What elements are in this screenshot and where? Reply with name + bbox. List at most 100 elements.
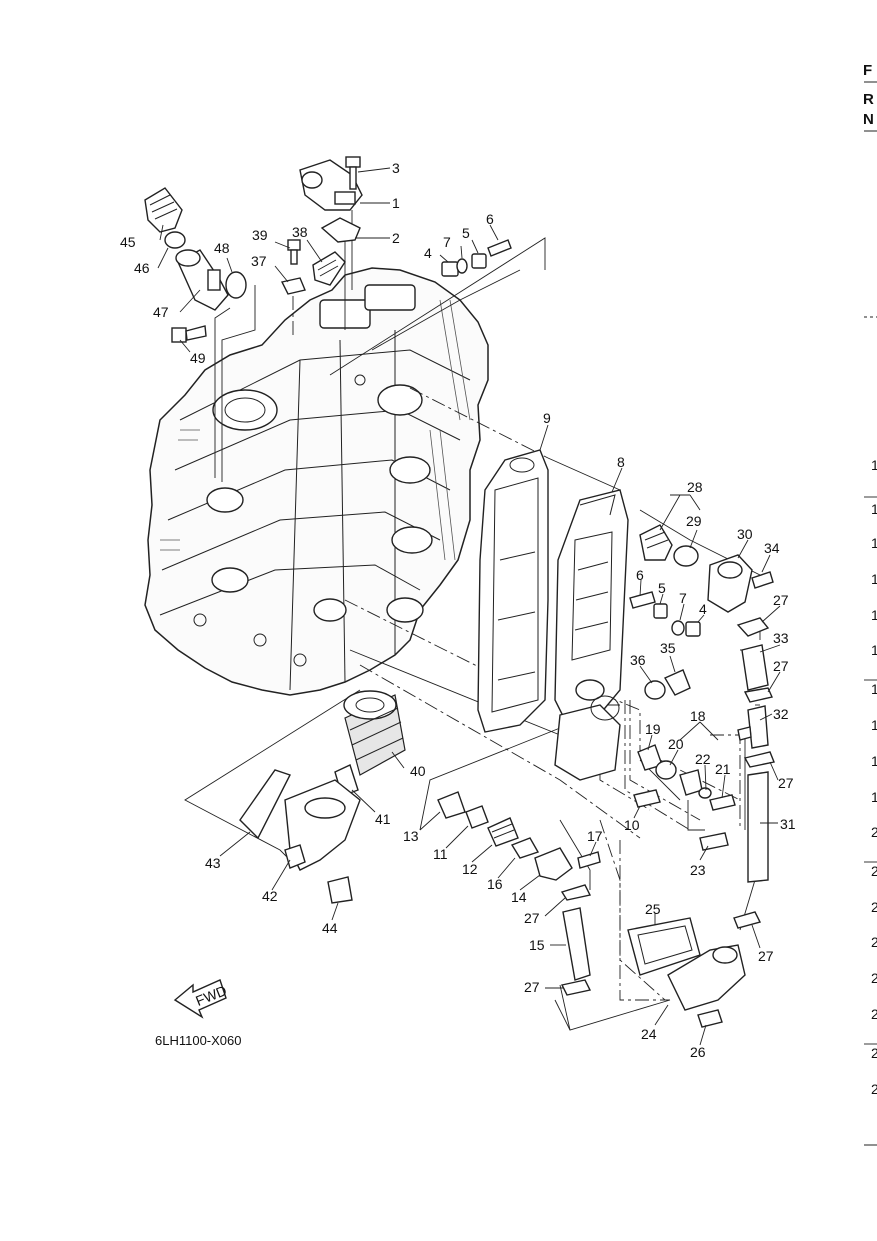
part-8-exhaust-cover (554, 489, 629, 781)
callout-27-b: 27 (773, 658, 789, 674)
part-36-washer (644, 680, 666, 700)
callout-2: 2 (392, 230, 400, 246)
callout-5-b: 5 (658, 580, 666, 596)
callout-1: 1 (392, 195, 400, 211)
edge-number: 2 (871, 1081, 877, 1097)
edge-number: 2 (871, 1045, 877, 1061)
part-5-spacer (471, 253, 487, 269)
callout-12: 12 (462, 861, 478, 877)
part-21-bolt (709, 794, 736, 811)
part-31-hose (747, 771, 769, 883)
edge-letter-f: F (863, 62, 872, 79)
part-16-gasket (510, 837, 540, 859)
callout-29: 29 (686, 513, 702, 529)
part-5-spacer-b (653, 603, 668, 619)
part-24-cover (667, 944, 746, 1011)
callout-42: 42 (262, 888, 278, 904)
callout-44: 44 (322, 920, 338, 936)
part-26-bolt (697, 1009, 723, 1028)
part-27-clip-e (560, 979, 592, 996)
part-48-o-ring (225, 271, 247, 299)
callout-16: 16 (487, 876, 503, 892)
callout-43: 43 (205, 855, 221, 871)
callout-37: 37 (251, 253, 267, 269)
part-14-cover (534, 847, 573, 881)
callout-31: 31 (780, 816, 796, 832)
callout-27-c: 27 (778, 775, 794, 791)
part-17-bolt (577, 851, 601, 869)
diagram-code: 6LH1100-X060 (155, 1033, 242, 1048)
part-11-valve (465, 805, 489, 829)
callout-20: 20 (668, 736, 684, 752)
callout-21: 21 (715, 761, 731, 777)
callout-4: 4 (424, 245, 432, 261)
callout-27-e: 27 (524, 979, 540, 995)
callout-47: 47 (153, 304, 169, 320)
edge-number: 1 (871, 607, 877, 623)
edge-number: 1 (871, 789, 877, 805)
fwd-direction-arrow: FWD (173, 979, 229, 1019)
callout-45: 45 (120, 234, 136, 250)
part-42-filter-bracket (284, 779, 361, 871)
callout-9: 9 (543, 410, 551, 426)
callout-27-f: 27 (758, 948, 774, 964)
callout-26: 26 (690, 1044, 706, 1060)
callout-46: 46 (134, 260, 150, 276)
edge-number: 1 (871, 535, 877, 551)
right-edge-cropped-numbers: 1 1 1 1 1 1 1 1 1 1 2 2 2 2 2 2 2 2 (864, 457, 877, 1146)
callout-27-d: 27 (524, 910, 540, 926)
part-1-valve (299, 159, 363, 211)
callout-25: 25 (645, 901, 661, 917)
callout-24: 24 (641, 1026, 657, 1042)
callout-15: 15 (529, 937, 545, 953)
callout-48: 48 (214, 240, 230, 256)
callout-leaders (157, 167, 781, 1046)
edge-number: 1 (871, 501, 877, 517)
callout-5: 5 (462, 225, 470, 241)
part-7-o-ring-b (671, 620, 685, 636)
part-3-bolt (345, 156, 361, 190)
callout-34: 34 (764, 540, 780, 556)
part-9-exhaust-gasket (477, 449, 549, 733)
edge-number: 2 (871, 1006, 877, 1022)
callout-13: 13 (403, 828, 419, 844)
callout-17: 17 (587, 828, 603, 844)
part-23-bolt (699, 832, 729, 851)
callout-14: 14 (511, 889, 527, 905)
part-33-hose (741, 644, 769, 691)
callout-22: 22 (695, 751, 711, 767)
edge-number: 1 (871, 681, 877, 697)
callout-39: 39 (252, 227, 268, 243)
part-29-gasket (673, 545, 699, 567)
part-20-grommet (655, 760, 677, 780)
engine-cylinder-block (144, 267, 489, 696)
callout-32: 32 (773, 706, 789, 722)
part-43-gasket (239, 769, 291, 840)
part-44-bolt (327, 876, 353, 904)
callout-36: 36 (630, 652, 646, 668)
part-47-water-joint (175, 249, 229, 311)
edge-number: 1 (871, 642, 877, 658)
edge-letter-r: R (863, 91, 874, 108)
part-7-o-ring (456, 258, 468, 274)
part-39-bolt (287, 239, 301, 265)
edge-number: 1 (871, 571, 877, 587)
part-13-grommet (437, 791, 466, 819)
callout-6: 6 (486, 211, 494, 227)
part-27-clip-c (743, 751, 775, 768)
callout-7-b: 7 (679, 590, 687, 606)
edge-number: 2 (871, 934, 877, 950)
part-4-plug (441, 261, 459, 277)
part-30-thermostat-cover (707, 554, 753, 613)
part-27-clip-b (743, 687, 773, 703)
part-34-bolt (751, 571, 774, 589)
callout-40: 40 (410, 763, 426, 779)
part-12-spring (487, 817, 519, 847)
edge-number: 1 (871, 753, 877, 769)
callout-4-b: 4 (699, 601, 707, 617)
part-22-washer (698, 787, 712, 799)
part-38-sensor (312, 251, 346, 286)
edge-number: 2 (871, 899, 877, 915)
part-15-hose (562, 907, 591, 981)
